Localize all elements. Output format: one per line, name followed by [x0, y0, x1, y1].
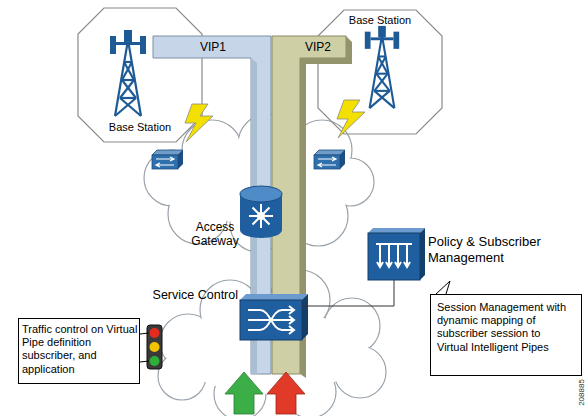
note-callout: Traffic control on Virtual Pipe definiti…: [18, 318, 140, 384]
traffic-light: [150, 328, 160, 338]
node-label: Access Gateway: [188, 220, 242, 249]
connector-line: [302, 280, 394, 306]
service-cloud: [324, 298, 380, 354]
traffic-light: [147, 325, 162, 369]
cell-outline: [78, 8, 202, 142]
tower-icon: [110, 30, 146, 116]
base-station-cell: Base Station: [78, 8, 202, 142]
service-cloud: [215, 369, 265, 416]
service-cloud: [160, 314, 216, 370]
router-symbol: [249, 204, 273, 228]
policy-box: [368, 233, 420, 280]
node-label: Service Control: [138, 288, 238, 303]
traffic-light: [150, 342, 160, 352]
box-side: [302, 294, 308, 340]
node-shape: [240, 186, 282, 238]
switch-icon: [314, 150, 345, 155]
policy-symbol: [376, 244, 412, 267]
node-shape: [318, 10, 442, 134]
service-box: [240, 300, 302, 340]
service-cloud: [335, 347, 385, 397]
box-side: [420, 228, 425, 280]
node-label: Base Station: [332, 14, 428, 27]
node-label: VIP2: [298, 40, 338, 54]
switch-icon: [178, 150, 183, 169]
router-symbol: [257, 212, 265, 220]
switch-icon: [152, 150, 183, 169]
tower-icon: [365, 26, 399, 108]
node-label: VIP1: [193, 40, 233, 54]
service-cloud: [214, 368, 266, 416]
service-cloud: [334, 346, 386, 398]
leader-line: [140, 281, 450, 362]
node-shape: [368, 228, 420, 280]
watermark-id: 208885: [577, 368, 586, 416]
note-callout: Session Management with dynamic mapping …: [430, 294, 582, 376]
switching-symbol: [248, 306, 294, 334]
note-text: Session Management with dynamic mapping …: [431, 295, 583, 358]
access-cloud: [145, 151, 199, 205]
switch-icon: [314, 155, 340, 169]
node-label: Base Station: [92, 121, 188, 134]
leader-line: [140, 361, 149, 362]
router-top: [240, 186, 282, 202]
note-text: Traffic control on Virtual Pipe definiti…: [19, 319, 141, 380]
up-arrow: [267, 372, 305, 414]
lightning-bolt: [185, 104, 213, 142]
switch-icon: [152, 155, 178, 169]
access-cloud: [327, 159, 373, 205]
lightning-bolt: [337, 100, 365, 138]
access-cloud: [182, 120, 242, 180]
traffic-light: [147, 325, 162, 369]
traffic-light: [150, 356, 160, 366]
box-top: [240, 294, 308, 300]
access-cloud: [183, 121, 241, 179]
service-cloud: [158, 352, 206, 400]
service-control-icon: Service Control: [240, 294, 302, 340]
cell-outline: [318, 10, 442, 134]
base-station-cell: Base Station: [318, 10, 442, 134]
switch-icon: [318, 157, 336, 167]
access-cloud: [326, 158, 374, 206]
service-cloud: [161, 315, 215, 369]
service-cloud: [159, 353, 205, 399]
switch-icon: [156, 157, 174, 167]
switch-icon: [340, 150, 345, 169]
pipe-shade: [300, 36, 352, 378]
leader-line: [140, 333, 149, 334]
leader-line: [436, 281, 450, 294]
access-cloud: [169, 185, 227, 243]
service-cloud: [325, 299, 379, 353]
access-gateway-icon: Access Gateway: [240, 186, 282, 238]
up-arrow: [225, 372, 263, 414]
access-cloud: [144, 150, 200, 206]
node-label: Policy & Subscriber Management: [428, 234, 560, 265]
box-top: [368, 228, 425, 233]
switch-icon: [152, 150, 183, 155]
switch-icon: [314, 150, 345, 169]
policy-server-icon: Policy & Subscriber Management: [368, 228, 420, 280]
node-shape: [240, 294, 302, 340]
